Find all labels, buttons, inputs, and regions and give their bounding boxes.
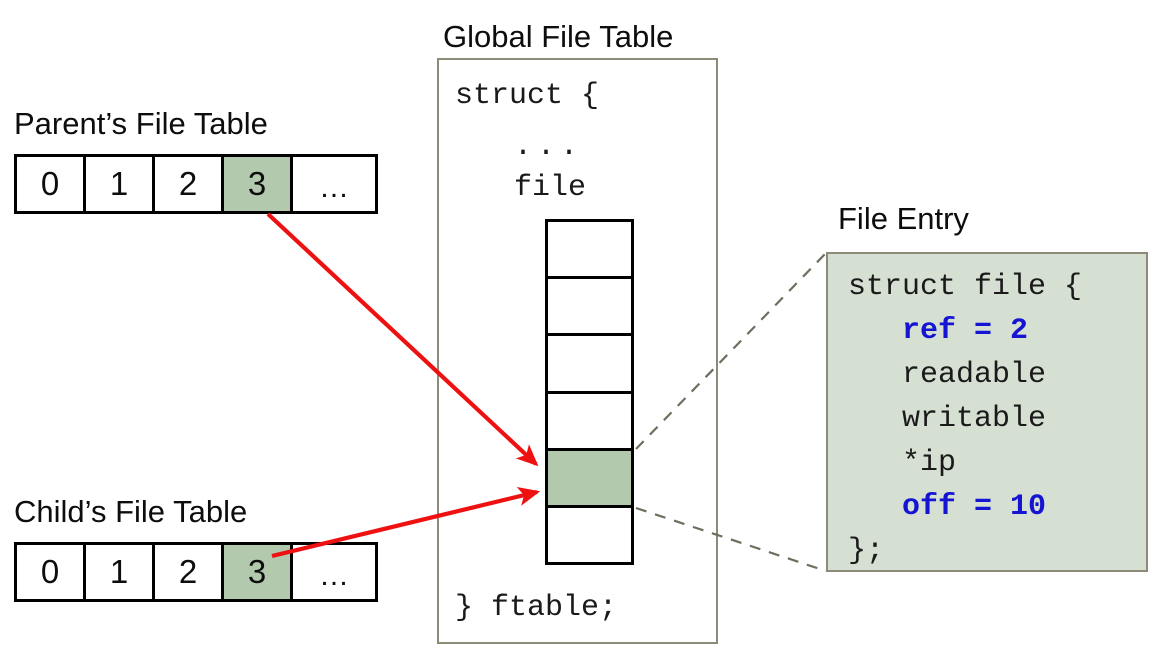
file-entry-panel: struct file { ref = 2 readable writable … (826, 252, 1148, 572)
child-fd-cell-2[interactable]: 2 (155, 545, 224, 599)
ftable-slot-5[interactable] (548, 507, 631, 563)
file-entry-line-off: off = 10 (902, 490, 1047, 524)
file-entry-line-close: }; (848, 534, 885, 568)
child-file-table-title: Child’s File Table (14, 494, 248, 529)
file-entry-title: File Entry (838, 201, 969, 236)
ftable-slot-1[interactable] (548, 279, 631, 337)
global-file-table-code-close: } ftable; (455, 591, 618, 625)
global-file-table-title: Global File Table (443, 19, 674, 54)
file-entry-line-writable: writable (902, 402, 1047, 436)
file-entry-line-struct: struct file { (848, 270, 1083, 304)
child-fd-cell-ellipsis[interactable]: … (293, 545, 375, 599)
parent-fd-cell-0[interactable]: 0 (17, 157, 86, 211)
child-fd-cell-3[interactable]: 3 (224, 545, 293, 599)
child-fd-cell-0[interactable]: 0 (17, 545, 86, 599)
global-file-table-code-struct: struct { (455, 79, 600, 113)
parent-fd-cell-ellipsis[interactable]: … (293, 157, 375, 211)
file-entry-line-ip: *ip (902, 446, 957, 480)
parent-fd-cell-3[interactable]: 3 (224, 157, 293, 211)
ftable-slot-0[interactable] (548, 222, 631, 280)
child-file-table: 0 1 2 3 … (14, 542, 378, 602)
global-file-table-code-file: file (514, 171, 587, 205)
parent-file-table-title: Parent’s File Table (14, 106, 268, 141)
ftable-slot-2[interactable] (548, 336, 631, 394)
parent-fd-cell-1[interactable]: 1 (86, 157, 155, 211)
file-entry-line-readable: readable (902, 358, 1047, 392)
ftable-slot-3[interactable] (548, 393, 631, 451)
global-file-table-code-ellipsis: ... (514, 130, 584, 164)
parent-file-table: 0 1 2 3 … (14, 154, 378, 214)
child-fd-cell-1[interactable]: 1 (86, 545, 155, 599)
ftable-slot-column (545, 219, 634, 565)
ftable-slot-4-highlighted[interactable] (548, 450, 631, 508)
file-entry-line-ref: ref = 2 (902, 314, 1029, 348)
parent-fd-cell-2[interactable]: 2 (155, 157, 224, 211)
